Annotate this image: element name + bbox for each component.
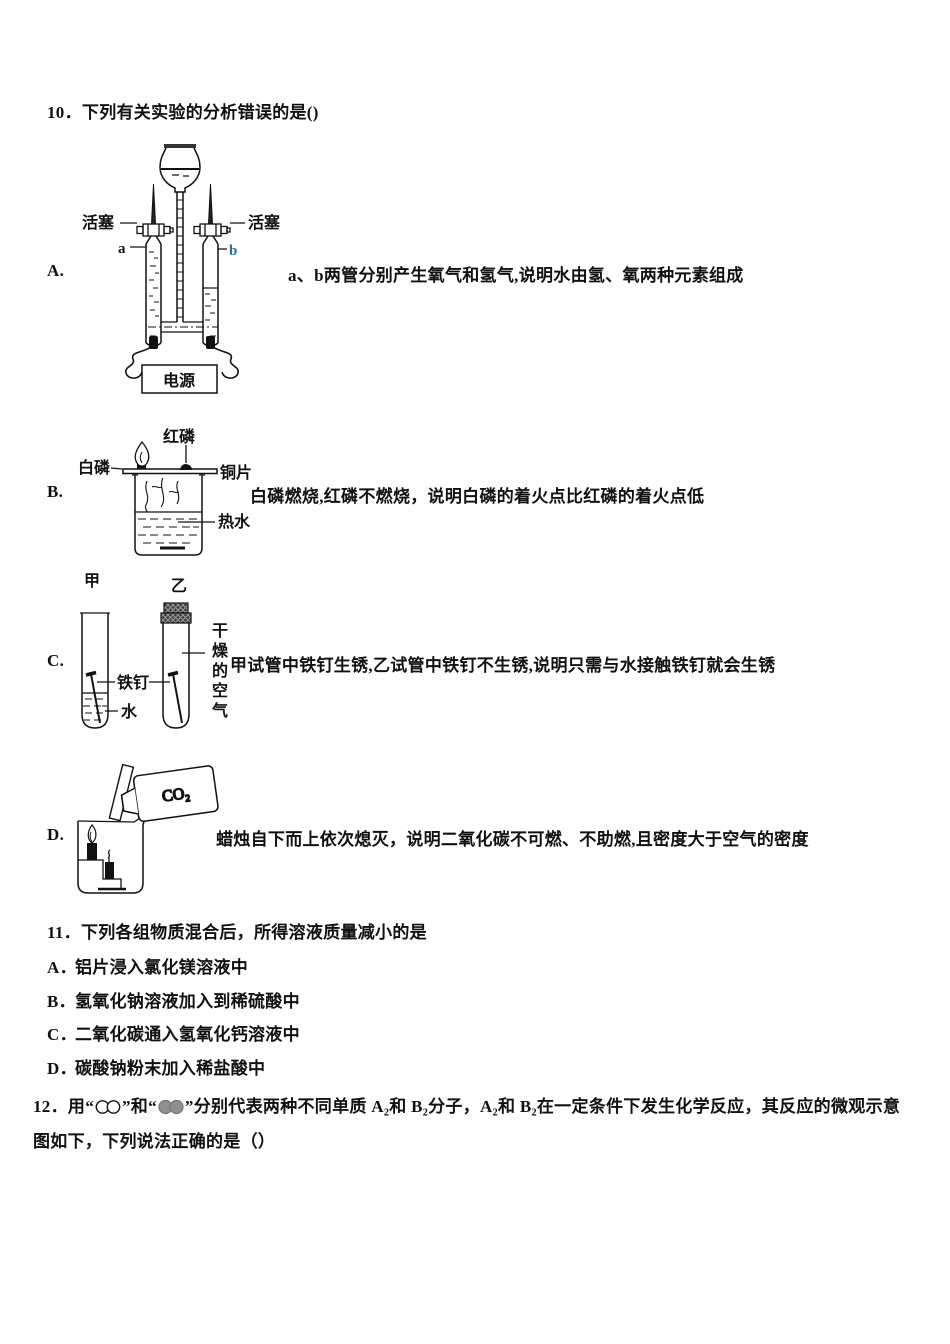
piston-right-label: 活塞 <box>248 213 281 232</box>
q11-option-b-letter: B． <box>47 992 76 1011</box>
q11-option-d: D．碳酸钠粉末加入稀盐酸中 <box>47 1054 265 1079</box>
q11-option-c-text: 二氧化碳通入氢氧化钙溶液中 <box>75 1025 300 1044</box>
q10-option-c-text: 甲试管中铁钉生锈,乙试管中铁钉不生锈,说明只需与水接触铁钉就会生锈 <box>230 656 776 675</box>
q11-option-b: B．氢氧化钠溶液加入到稀硫酸中 <box>47 987 300 1012</box>
red-phosphorus-label: 红磷 <box>163 427 196 446</box>
water-label: 水 <box>121 702 138 721</box>
co2-candles-diagram: CO₂ <box>68 755 220 900</box>
hollow-molecule-icon <box>95 1100 121 1114</box>
tube-jia-label: 甲 <box>84 572 100 590</box>
co2-candles-drawing: CO₂ <box>77 763 219 894</box>
hot-water-label: 热水 <box>218 512 251 531</box>
q12-line2: 图如下，下列说法正确的是（） <box>33 1132 276 1151</box>
q10-title: 10．下列有关实验的分析错误的是() <box>47 103 319 122</box>
iron-nail-label: 铁钉 <box>117 673 149 692</box>
q10-option-c-letter: C. <box>47 651 65 670</box>
q10-option-d-letter: D. <box>47 825 65 844</box>
q10-option-a-letter: A. <box>47 261 65 280</box>
white-phosphorus-label: 白磷 <box>78 458 111 477</box>
co2-bottle-label: CO₂ <box>161 785 191 806</box>
tube-a-label: a <box>118 241 126 257</box>
electrolysis-drawing: 活塞 活塞 a b 电源 <box>82 144 281 394</box>
q10-option-b-text: 白磷燃烧,红磷不燃烧，说明白磷的着火点比红磷的着火点低 <box>250 487 705 506</box>
tube-b-label: b <box>229 243 237 259</box>
q11-option-a: A．铝片浸入氯化镁溶液中 <box>47 953 248 978</box>
q11-option-d-letter: D． <box>47 1059 77 1078</box>
power-source-label: 电源 <box>163 371 195 390</box>
q10-option-b-letter: B. <box>47 482 64 501</box>
q12-seg1: 12．用“ <box>33 1097 94 1116</box>
q12-seg2: ”和“ <box>122 1097 157 1116</box>
phosphorus-diagram: 红磷 白磷 铜片 热水 <box>75 425 255 560</box>
rusting-nail-diagram: 甲 乙 铁钉 水 干燥的空气 <box>68 565 233 737</box>
rusting-nail-drawing: 甲 乙 铁钉 水 <box>80 572 205 729</box>
filled-molecule-icon <box>158 1099 184 1115</box>
q11-option-a-letter: A． <box>47 958 77 977</box>
q11-option-b-text: 氢氧化钠溶液加入到稀硫酸中 <box>75 992 300 1011</box>
q11-option-c-letter: C． <box>47 1025 77 1044</box>
q12-line1: 12．用“ ”和“ ”分别代表两种不同单质 A₂和 B₂分子，A₂和 B₂在一定条件… <box>33 1092 900 1117</box>
piston-left-label: 活塞 <box>82 213 115 232</box>
copper-sheet-label: 铜片 <box>220 463 252 482</box>
q11-option-d-text: 碳酸钠粉末加入稀盐酸中 <box>75 1059 266 1078</box>
q11-title: 11．下列各组物质混合后，所得溶液质量减小的是 <box>47 923 427 942</box>
q10-option-d-text: 蜡烛自下而上依次熄灭，说明二氧化碳不可燃、不助燃,且密度大于空气的密度 <box>216 830 809 849</box>
phosphorus-drawing: 红磷 白磷 铜片 热水 <box>78 427 252 556</box>
q10-option-a-text: a、b两管分别产生氧气和氢气,说明水由氢、氧两种元素组成 <box>288 266 744 285</box>
electrolysis-diagram: 活塞 活塞 a b 电源 <box>80 140 286 398</box>
q11-option-a-text: 铝片浸入氯化镁溶液中 <box>75 958 248 977</box>
tube-yi-label: 乙 <box>171 578 187 595</box>
dry-air-label: 干燥的空气 <box>209 622 226 722</box>
q12-seg3: ”分别代表两种不同单质 A₂和 B₂分子，A₂和 B₂在一定条件下发生化学反应，… <box>184 1097 901 1116</box>
q11-option-c: C．二氧化碳通入氢氧化钙溶液中 <box>47 1020 300 1045</box>
